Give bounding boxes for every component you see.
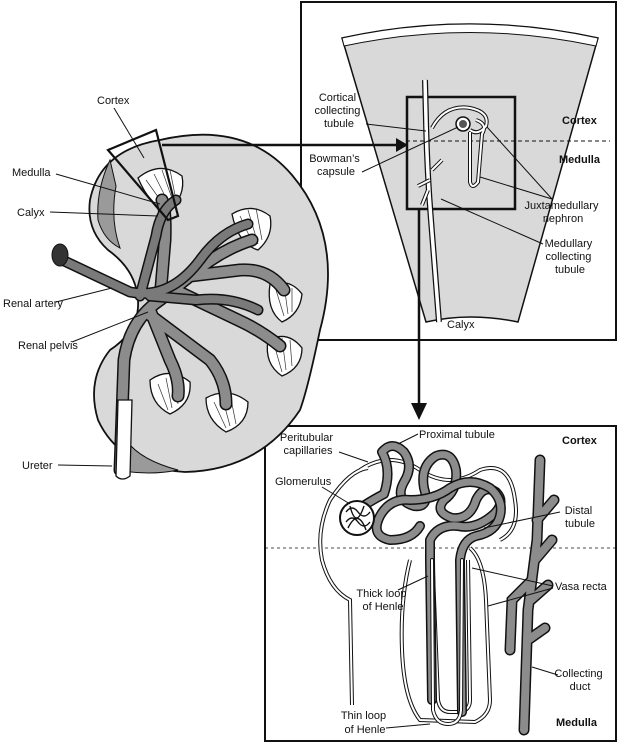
glomerulus-tuft bbox=[345, 505, 371, 531]
wedge-panel: Cortical collecting tubule Bowman’s caps… bbox=[300, 1, 617, 341]
distal-tubule-leader bbox=[483, 511, 561, 529]
renal-artery-fill bbox=[54, 196, 262, 314]
ureter-leader bbox=[57, 464, 113, 467]
nephron-cortex-label: Cortex bbox=[562, 435, 598, 447]
distal-tubule-label: Distal tubule bbox=[565, 505, 596, 530]
renal-artery-opening bbox=[51, 243, 69, 267]
kidney-cortex-callout bbox=[106, 128, 180, 222]
kidney-section: Cortex Medulla Calyx Renal artery Renal … bbox=[3, 95, 329, 480]
collecting-duct-leader bbox=[531, 666, 559, 676]
vasa-recta-leader-2 bbox=[487, 587, 554, 607]
ureter-label: Ureter bbox=[22, 460, 53, 472]
calyx-label: Calyx bbox=[17, 207, 45, 219]
stripes-1 bbox=[145, 169, 177, 209]
wedge-collecting-tubule-core bbox=[423, 79, 441, 323]
collecting-duct-label: Collecting duct bbox=[554, 668, 605, 693]
cortical-collecting-tubule-leader bbox=[365, 123, 427, 132]
connector-arrows bbox=[162, 138, 427, 420]
pyramid-3 bbox=[268, 281, 303, 323]
bowmans-capsule-label: Bowman’s capsule bbox=[309, 153, 363, 178]
capillary-network bbox=[318, 458, 518, 725]
wedge-capsule-edge bbox=[341, 23, 599, 47]
proximal-tubule-label: Proximal tubule bbox=[419, 429, 495, 441]
distal-tubule-fill bbox=[373, 478, 505, 716]
peritubular-capillaries-leader bbox=[338, 451, 369, 463]
thin-loop-leader bbox=[385, 723, 431, 729]
calyx-leader bbox=[49, 211, 159, 217]
capillary-core bbox=[319, 459, 517, 724]
wedge-tubule-branch-core bbox=[417, 159, 443, 206]
loop-of-henle-core bbox=[431, 559, 463, 725]
juxtamedullary-nephron-label: Juxtamedullary nephron bbox=[524, 200, 601, 225]
thin-loop-label: Thin loop of Henle bbox=[341, 710, 389, 736]
wedge-calyx-label: Calyx bbox=[447, 319, 475, 331]
medullary-collecting-tubule-label: Medullary collecting tubule bbox=[545, 238, 596, 276]
collecting-duct-fill bbox=[506, 456, 558, 734]
medulla-label: Medulla bbox=[12, 167, 51, 179]
arrow-wedge-to-nephron-head bbox=[411, 403, 427, 420]
glomerulus-label: Glomerulus bbox=[275, 476, 332, 488]
tubule-network bbox=[349, 441, 506, 726]
proximal-tubule-leader bbox=[397, 433, 419, 445]
renal-artery-leader bbox=[55, 287, 113, 303]
thick-loop-leader bbox=[397, 575, 429, 591]
cortex-leader bbox=[113, 107, 145, 159]
vasa-recta-label: Vasa recta bbox=[555, 581, 608, 593]
juxtamedullary-leader-1 bbox=[486, 126, 553, 200]
renal-pelvis-leader bbox=[71, 311, 149, 343]
vasa-recta-leader-1 bbox=[471, 567, 554, 587]
thick-loop-label: Thick loop of Henle bbox=[356, 588, 409, 613]
bowmans-capsule-leader bbox=[361, 126, 459, 173]
renal-pelvis-label: Renal pelvis bbox=[18, 340, 78, 352]
nephron-medulla-label: Medulla bbox=[556, 717, 598, 729]
wedge-cortex-label: Cortex bbox=[562, 115, 598, 127]
cortex-label: Cortex bbox=[97, 95, 130, 107]
medullary-collecting-tubule-leader bbox=[440, 198, 544, 245]
wedge-medulla-label: Medulla bbox=[559, 154, 601, 166]
peritubular-capillaries-label: Peritubular capillaries bbox=[280, 432, 336, 457]
glomerulus-leader bbox=[321, 486, 351, 505]
ureter bbox=[115, 399, 133, 480]
medulla-leader bbox=[55, 173, 161, 205]
nephron-panel: Peritubular capillaries Proximal tubule … bbox=[264, 425, 617, 742]
wedge-glomerulus bbox=[459, 120, 467, 128]
wedge-nephron-core bbox=[431, 106, 488, 187]
juxtamedullary-leader-2 bbox=[479, 176, 553, 200]
arrow-kidney-to-wedge-head bbox=[396, 138, 408, 152]
renal-artery-label: Renal artery bbox=[3, 298, 63, 310]
wedge-zoom-box bbox=[405, 95, 517, 211]
cortical-collecting-tubule-label: Cortical collecting tubule bbox=[315, 92, 364, 130]
